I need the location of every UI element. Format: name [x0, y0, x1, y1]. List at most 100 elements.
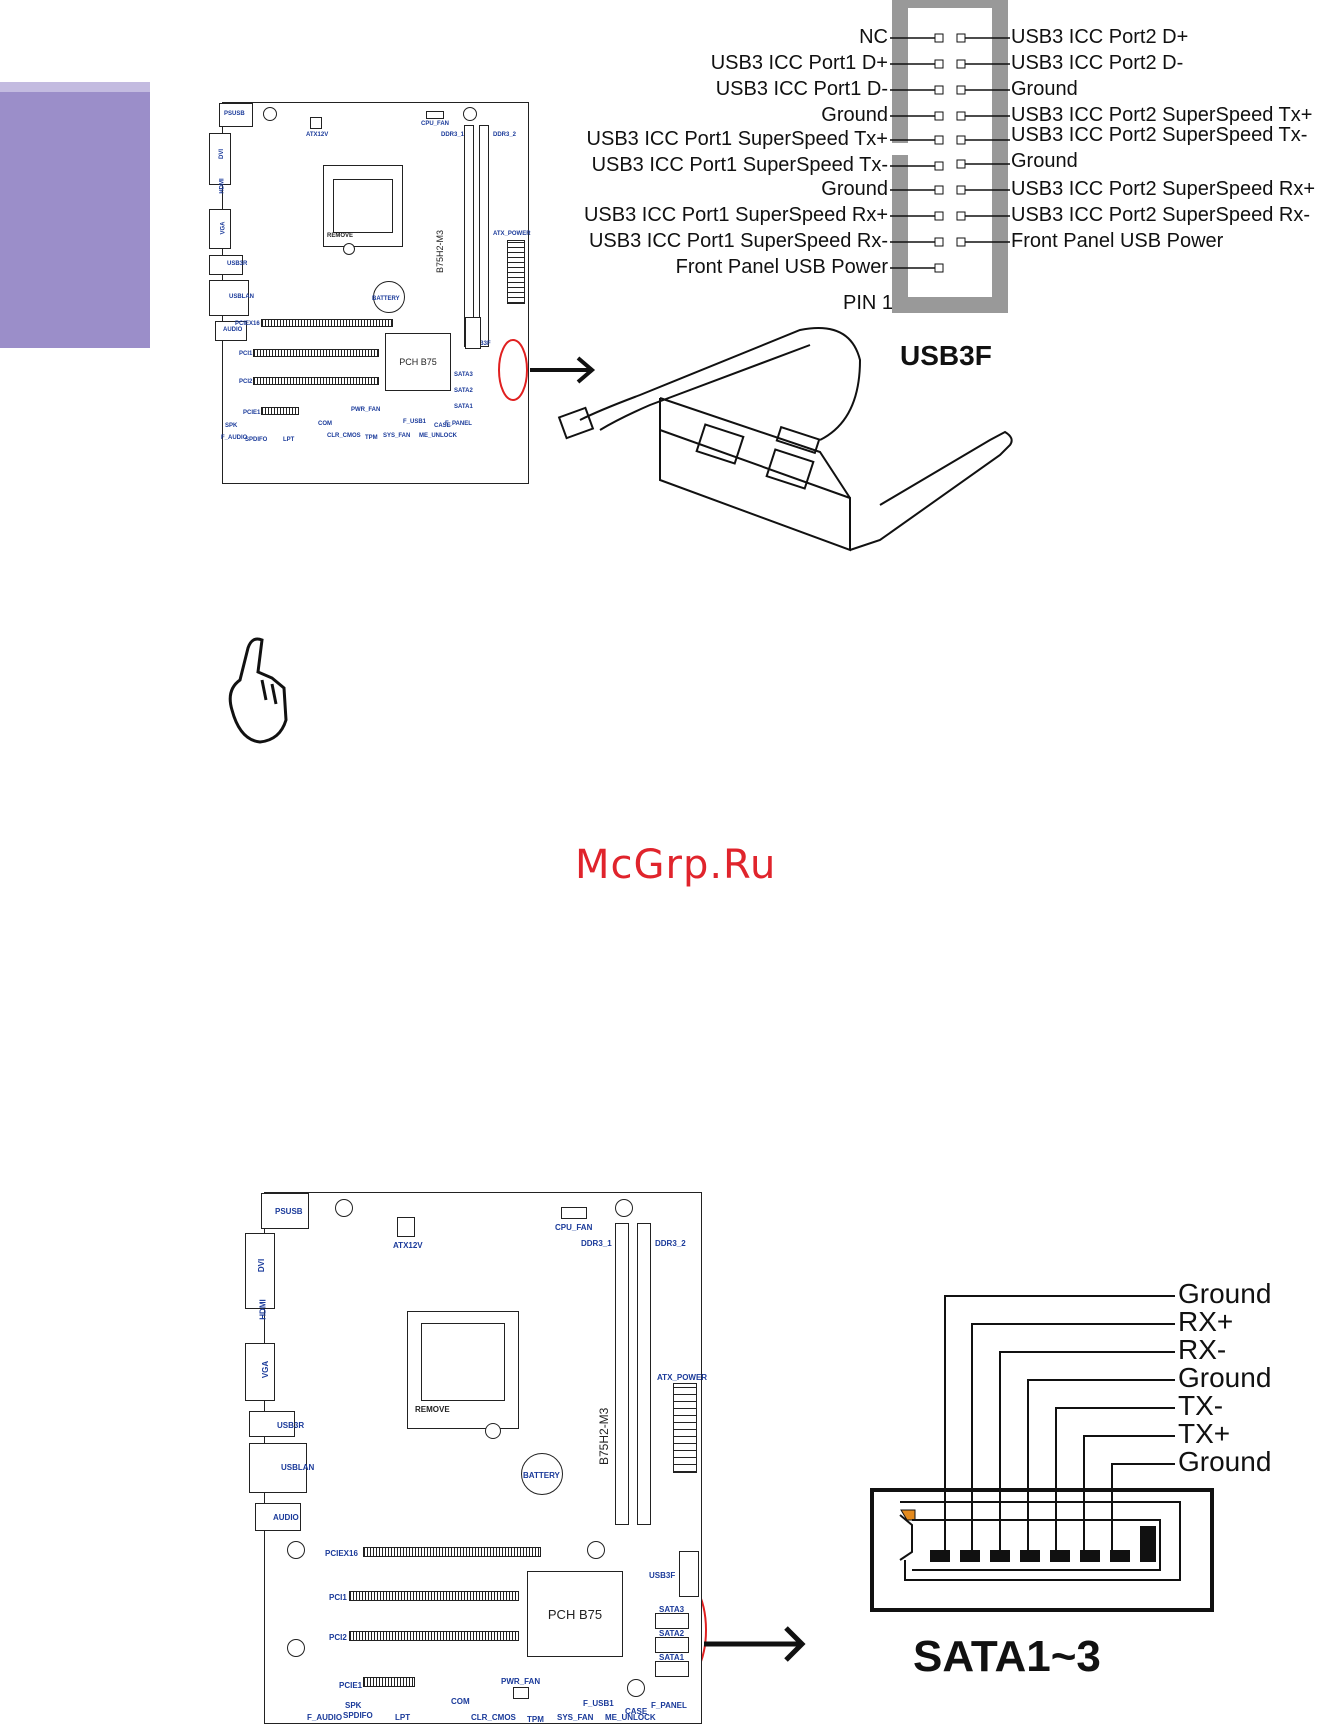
usb3f-left-pin-square-4: [934, 111, 944, 121]
label-f-audio: F_AUDIO: [221, 435, 248, 441]
label-me-unlock: ME_UNLOCK: [419, 433, 458, 439]
arrow-top: [530, 356, 596, 384]
usb3f-title: USB3F: [900, 340, 992, 371]
pin1-label: PIN 1: [843, 292, 894, 314]
usb3f-right-pin-square-6: [956, 159, 966, 169]
usb3f-right-pin-square-2: [956, 59, 966, 69]
label-f-usb1: F_USB1: [403, 419, 427, 425]
usb3f-right-pin-6: Ground: [1011, 150, 1078, 172]
label-pci1-2: PCI1: [329, 1593, 347, 1602]
usb3f-left-pin-square-1: [934, 33, 944, 43]
label-psusb: PSUSB: [224, 111, 245, 117]
usb3f-right-pin-4: USB3 ICC Port2 SuperSpeed Tx+: [1011, 104, 1313, 126]
label-pch-2: PCH B75: [547, 1606, 603, 1622]
usb3f-left-pin-square-6: [934, 161, 944, 171]
usb3f-right-pin-square-4: [956, 111, 966, 121]
sata-pin-5: TX-: [1178, 1390, 1224, 1421]
usb3f-left-pin-5: USB3 ICC Port1 SuperSpeed Tx+: [586, 128, 888, 150]
label-pwr-fan: PWR_FAN: [351, 407, 381, 413]
usb3f-left-pin-square-7: [934, 185, 944, 195]
side-tab-edge: [0, 82, 150, 92]
usb3f-left-pin-square-8: [934, 211, 944, 221]
usb3f-left-pin-8: USB3 ICC Port1 SuperSpeed Rx+: [583, 204, 888, 226]
sata-pin-3: RX-: [1178, 1334, 1227, 1365]
label-sys-fan: SYS_FAN: [383, 433, 411, 439]
label-atx-power: ATX_POWER: [493, 231, 531, 237]
label-pwr-fan-2: PWR_FAN: [501, 1677, 541, 1686]
usb3f-right-pin-7: USB3 ICC Port2 SuperSpeed Rx+: [1011, 178, 1316, 200]
label-dvi-2: DVI: [257, 1258, 267, 1273]
usb3f-left-pin-square-5: [934, 135, 944, 145]
label-sata1: SATA1: [454, 404, 473, 410]
label-sata2-2: SATA2: [659, 1629, 685, 1638]
arrow-bottom: [704, 1626, 806, 1662]
label-f-panel: F_PANEL: [445, 421, 472, 427]
sata-lead-lines: [944, 1295, 1175, 1550]
usb3f-left-pin-3: USB3 ICC Port1 D-: [715, 78, 888, 100]
label-f-audio-2: F_AUDIO: [307, 1713, 343, 1722]
usb3f-pins-svg: [890, 33, 1010, 273]
label-audio: AUDIO: [223, 327, 243, 333]
usb3f-right-pin-square-3: [956, 85, 966, 95]
usb3f-left-pin-square-10: [934, 263, 944, 273]
usb3f-left-pin-square-9: [934, 237, 944, 247]
usb3f-right-pin-square-1: [956, 33, 966, 43]
usb3f-left-pin-square-2: [934, 59, 944, 69]
label-vga-2: VGA: [261, 1360, 271, 1379]
label-pch: PCH B75: [399, 357, 437, 367]
watermark: McGrp.Ru: [575, 842, 777, 888]
usb3f-left-pin-6: USB3 ICC Port1 SuperSpeed Tx-: [591, 154, 888, 176]
label-ddr3-2: DDR3_2: [493, 132, 517, 138]
usb3f-right-pin-1: USB3 ICC Port2 D+: [1011, 26, 1189, 48]
label-com-2: COM: [451, 1697, 470, 1706]
label-pci2: PCI2: [239, 379, 253, 385]
label-usblan: USBLAN: [229, 294, 254, 300]
label-clr-cmos: CLR_CMOS: [327, 433, 361, 439]
label-battery-2: BATTERY: [523, 1471, 560, 1480]
label-f-usb1-2: F_USB1: [583, 1699, 614, 1708]
label-pcie1-2: PCIE1: [339, 1681, 363, 1690]
label-spk-2: SPK: [345, 1701, 362, 1710]
usb3f-right-pin-square-8: [956, 211, 966, 221]
motherboard-diagram-top: PSUSB ATX12V CPU_FAN DDR3_1 DDR3_2 B75H2…: [209, 102, 531, 484]
label-audio-2: AUDIO: [273, 1513, 299, 1522]
usb3f-left-pin-square-3: [934, 85, 944, 95]
label-battery: BATTERY: [372, 296, 400, 302]
chapter-side-tab: [0, 92, 150, 348]
sata-pin-6: TX+: [1178, 1418, 1231, 1449]
sata-pin-row: [930, 1526, 1156, 1562]
usb3f-right-pin-5: USB3 ICC Port2 SuperSpeed Tx-: [1011, 124, 1308, 146]
label-me-unlock-2: ME_UNLOCK: [605, 1713, 656, 1722]
label-cpu-fan-2: CPU_FAN: [555, 1223, 593, 1232]
label-pciex16: PCIEX16: [235, 321, 260, 327]
sata-pin-4: Ground: [1178, 1362, 1272, 1393]
label-clr-cmos-2: CLR_CMOS: [471, 1713, 516, 1722]
label-cpu-fan: CPU_FAN: [421, 121, 450, 127]
label-lpt: LPT: [283, 437, 295, 443]
label-usb3r: USB3R: [227, 261, 248, 267]
pointing-hand-icon: [228, 637, 288, 744]
label-pcie1: PCIE1: [243, 410, 261, 416]
usb3f-left-pin-10: Front Panel USB Power: [675, 256, 888, 278]
motherboard-diagram-bottom: PSUSB ATX12V CPU_FAN DDR3_1 DDR3_2 B75H2…: [245, 1192, 707, 1724]
sata-pin-7: Ground: [1178, 1446, 1272, 1477]
usb3f-right-pin-square-5: [956, 135, 966, 145]
label-psusb-2: PSUSB: [275, 1207, 303, 1216]
sata-connector-sketch: [870, 1488, 1214, 1612]
label-usblan-2: USBLAN: [281, 1463, 315, 1472]
label-atx-power-2: ATX_POWER: [657, 1373, 708, 1382]
label-ddr3-1-2: DDR3_1: [581, 1239, 612, 1248]
usb3f-right-pin-square-7: [956, 185, 966, 195]
label-tpm: TPM: [365, 435, 378, 441]
label-case: CASE: [434, 423, 451, 429]
label-tpm-2: TPM: [527, 1715, 544, 1724]
label-com: COM: [318, 421, 332, 427]
chip-pch: PCH B75: [385, 333, 451, 391]
label-hdmi-2: HDMI: [258, 1299, 268, 1320]
label-spk: SPK: [225, 423, 238, 429]
usb3f-right-pin-3: Ground: [1011, 78, 1078, 100]
label-remove: REMOVE: [327, 233, 354, 239]
label-lpt-2: LPT: [395, 1713, 411, 1722]
label-usb3f-2: USB3F: [649, 1571, 676, 1580]
label-pci1: PCI1: [239, 351, 253, 357]
